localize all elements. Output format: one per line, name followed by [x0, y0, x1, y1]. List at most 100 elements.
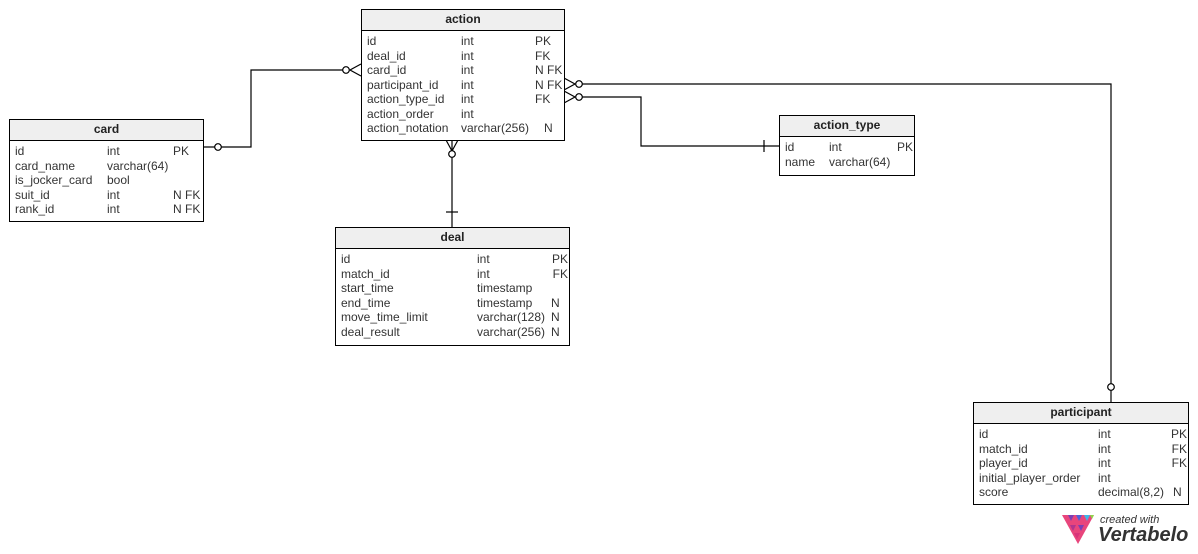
watermark-line2: Vertabelo: [1098, 524, 1189, 546]
column-row: card_id int N FK: [367, 63, 564, 78]
column-type: int: [107, 187, 120, 202]
column-row: id int PK: [785, 140, 914, 155]
column-flags: FK: [552, 266, 568, 281]
zero-marker-icon: [448, 150, 456, 158]
column-type: int: [1098, 456, 1111, 470]
column-row: action_order int: [367, 107, 564, 122]
column-name: name: [785, 154, 816, 169]
column-name: suit_id: [15, 187, 50, 202]
column-type: int: [477, 252, 490, 266]
table-title: action: [362, 10, 564, 31]
table-title: participant: [974, 403, 1188, 424]
zero-marker-icon: [575, 80, 583, 88]
column-flags: N: [544, 121, 553, 135]
column-flags: [173, 173, 203, 188]
column-type: varchar(256): [461, 121, 530, 135]
column-type: int: [461, 34, 474, 48]
column-name: id: [785, 140, 795, 154]
column-name: action_notation: [367, 121, 449, 135]
column-name: player_id: [979, 456, 1028, 470]
column-flags: [551, 281, 569, 296]
column-type: timestamp: [477, 281, 533, 295]
column-flags: [1164, 471, 1188, 486]
table-title: deal: [336, 228, 569, 249]
zero-marker-icon: [214, 143, 222, 151]
crowfoot-icon: [563, 77, 577, 91]
column-flags: [895, 155, 914, 170]
column-type: int: [477, 266, 490, 281]
column-row: start_time timestamp: [341, 281, 569, 296]
column-row: rank_id int N FK: [15, 202, 203, 217]
column-name: rank_id: [15, 202, 55, 216]
column-flags: PK: [535, 34, 552, 48]
column-type: int: [1098, 427, 1111, 441]
column-flags: [535, 107, 564, 122]
column-type: int: [461, 63, 474, 77]
rel-action-type-action: [563, 90, 779, 152]
column-type: int: [829, 140, 842, 154]
column-type: int: [1098, 470, 1111, 485]
column-flags: PK: [896, 140, 913, 154]
column-row: match_id int FK: [341, 267, 569, 282]
column-name: id: [367, 34, 377, 48]
column-flags: FK: [1171, 441, 1187, 456]
column-name: is_jocker_card: [15, 173, 93, 187]
column-row: participant_id int N FK: [367, 78, 564, 93]
column-name: card_id: [367, 63, 407, 77]
column-row: id int PK: [341, 252, 569, 267]
column-name: card_name: [15, 158, 76, 173]
column-type: varchar(128): [477, 310, 546, 324]
column-name: start_time: [341, 281, 394, 295]
column-type: int: [107, 144, 120, 158]
rel-participant-action: [563, 77, 1115, 402]
column-row: initial_player_order int: [979, 471, 1188, 486]
column-name: id: [341, 252, 351, 266]
column-type: int: [461, 77, 474, 92]
column-flags: N FK: [535, 63, 563, 77]
column-flags: PK: [551, 252, 568, 266]
column-name: initial_player_order: [979, 470, 1081, 485]
column-type: int: [461, 106, 474, 121]
column-row: card_name varchar(64): [15, 159, 203, 174]
column-name: id: [15, 144, 25, 158]
column-row: move_time_limit varchar(128) N: [341, 310, 569, 325]
column-type: timestamp: [477, 295, 533, 310]
column-row: id int PK: [367, 34, 564, 49]
column-type: int: [1098, 441, 1111, 456]
column-type: int: [107, 202, 120, 216]
column-flags: FK: [535, 92, 551, 106]
column-flags: FK: [535, 48, 551, 63]
column-type: varchar(256): [477, 324, 546, 339]
vertabelo-watermark: created with Vertabelo: [1060, 512, 1190, 548]
column-name: participant_id: [367, 77, 439, 92]
column-flags: N: [551, 310, 560, 324]
column-name: deal_result: [341, 324, 400, 339]
column-name: move_time_limit: [341, 310, 428, 324]
column-name: deal_id: [367, 48, 406, 63]
column-name: score: [979, 485, 1009, 499]
column-flags: N FK: [535, 77, 563, 92]
column-type: varchar(64): [107, 158, 169, 173]
column-name: action_type_id: [367, 92, 445, 106]
column-name: match_id: [341, 266, 390, 281]
zero-marker-icon: [1107, 383, 1115, 391]
column-name: action_order: [367, 106, 434, 121]
column-type: int: [461, 48, 474, 63]
zero-marker-icon: [342, 66, 350, 74]
column-flags: N FK: [173, 202, 201, 216]
